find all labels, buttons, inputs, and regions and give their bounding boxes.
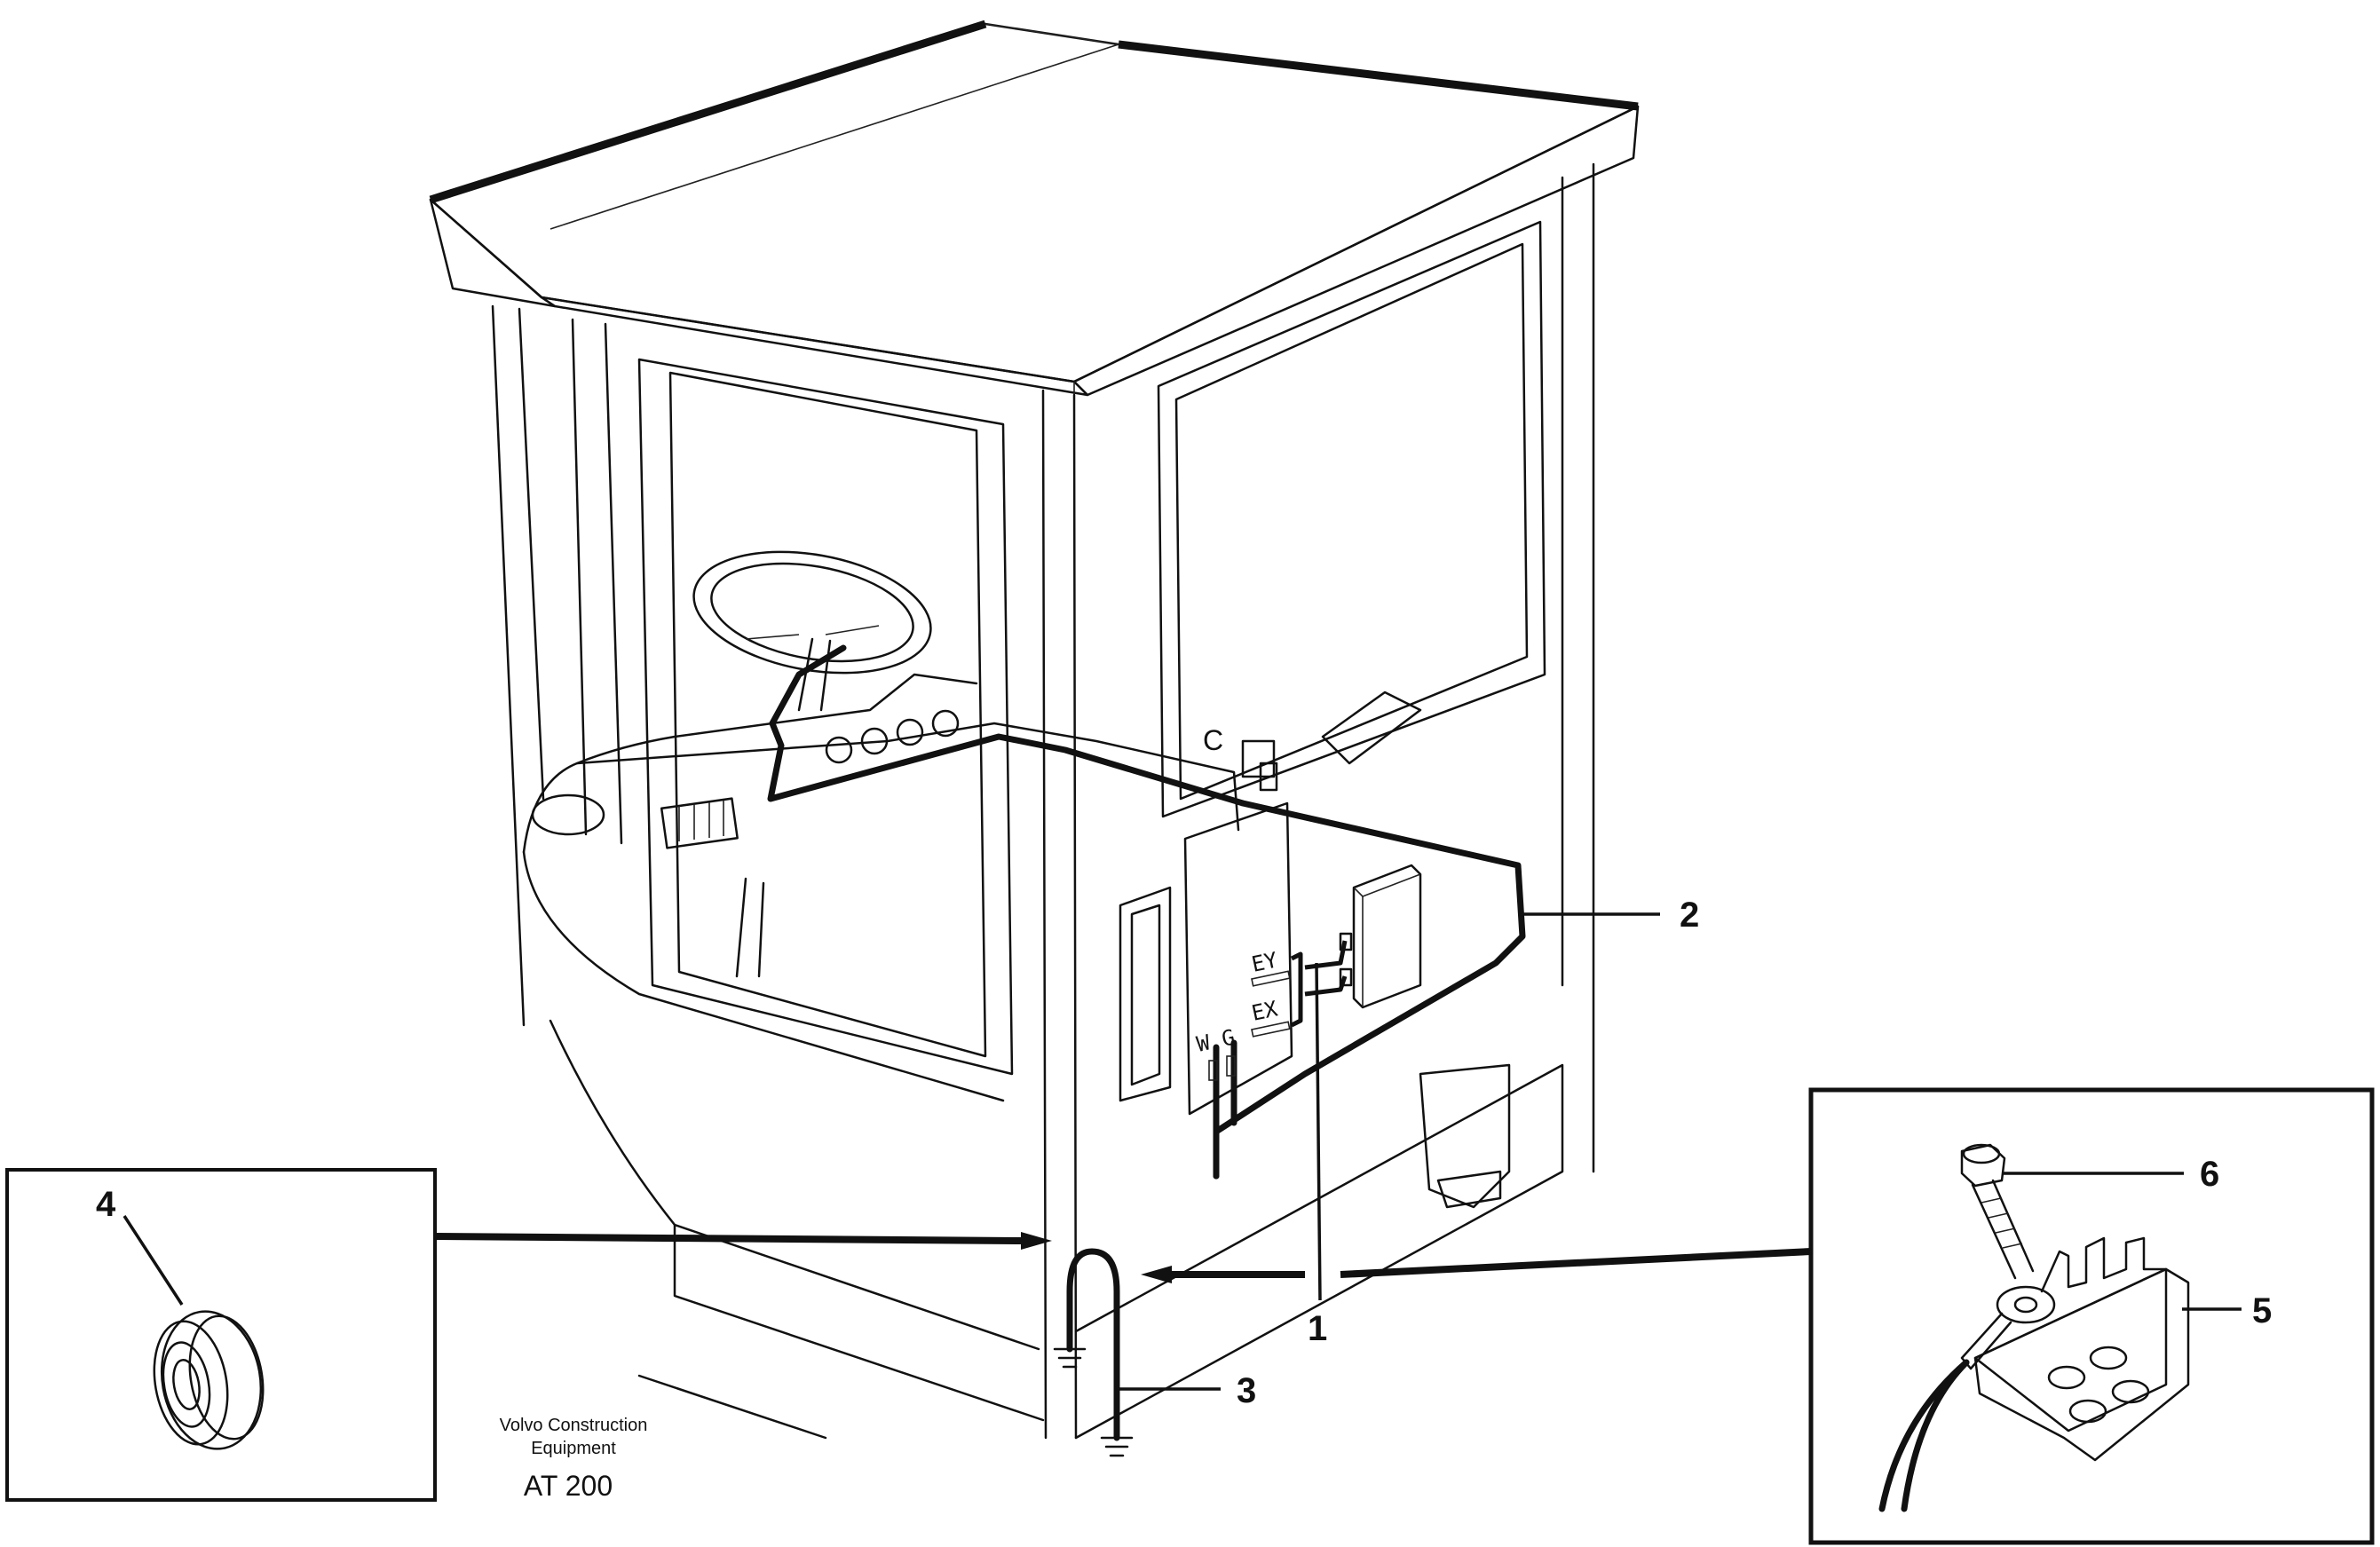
leader-4	[123, 1215, 184, 1306]
ground-cable	[1053, 1248, 1134, 1457]
maker-name-line2: Equipment	[531, 1439, 616, 1458]
svg-text:C: C	[1203, 724, 1223, 756]
drawing-code: AT 200	[524, 1470, 613, 1502]
terminal-label-wg: W G	[1194, 1024, 1237, 1056]
arrow-to-bracket-location	[1340, 1248, 1812, 1278]
operator-cab: C	[429, 20, 1640, 1440]
arrow-to-grommet-location	[434, 1233, 1022, 1244]
terminal-label-ex: EX	[1249, 996, 1280, 1026]
callout-1: 1	[1308, 1309, 1327, 1348]
callout-3: 3	[1237, 1371, 1256, 1410]
callout-5: 5	[2252, 1291, 2272, 1330]
callout-6: 6	[2200, 1155, 2219, 1194]
callout-4: 4	[96, 1185, 116, 1224]
wiring-harness	[767, 644, 1526, 1180]
callout-2: 2	[1680, 896, 1699, 935]
leader-1	[1315, 962, 1322, 1301]
maker-name-line1: Volvo Construction	[500, 1416, 648, 1435]
detail-box-grommet	[5, 1168, 437, 1502]
detail-box-ground-bracket	[1808, 1087, 2375, 1545]
terminal-label-ey: EY	[1249, 947, 1280, 977]
